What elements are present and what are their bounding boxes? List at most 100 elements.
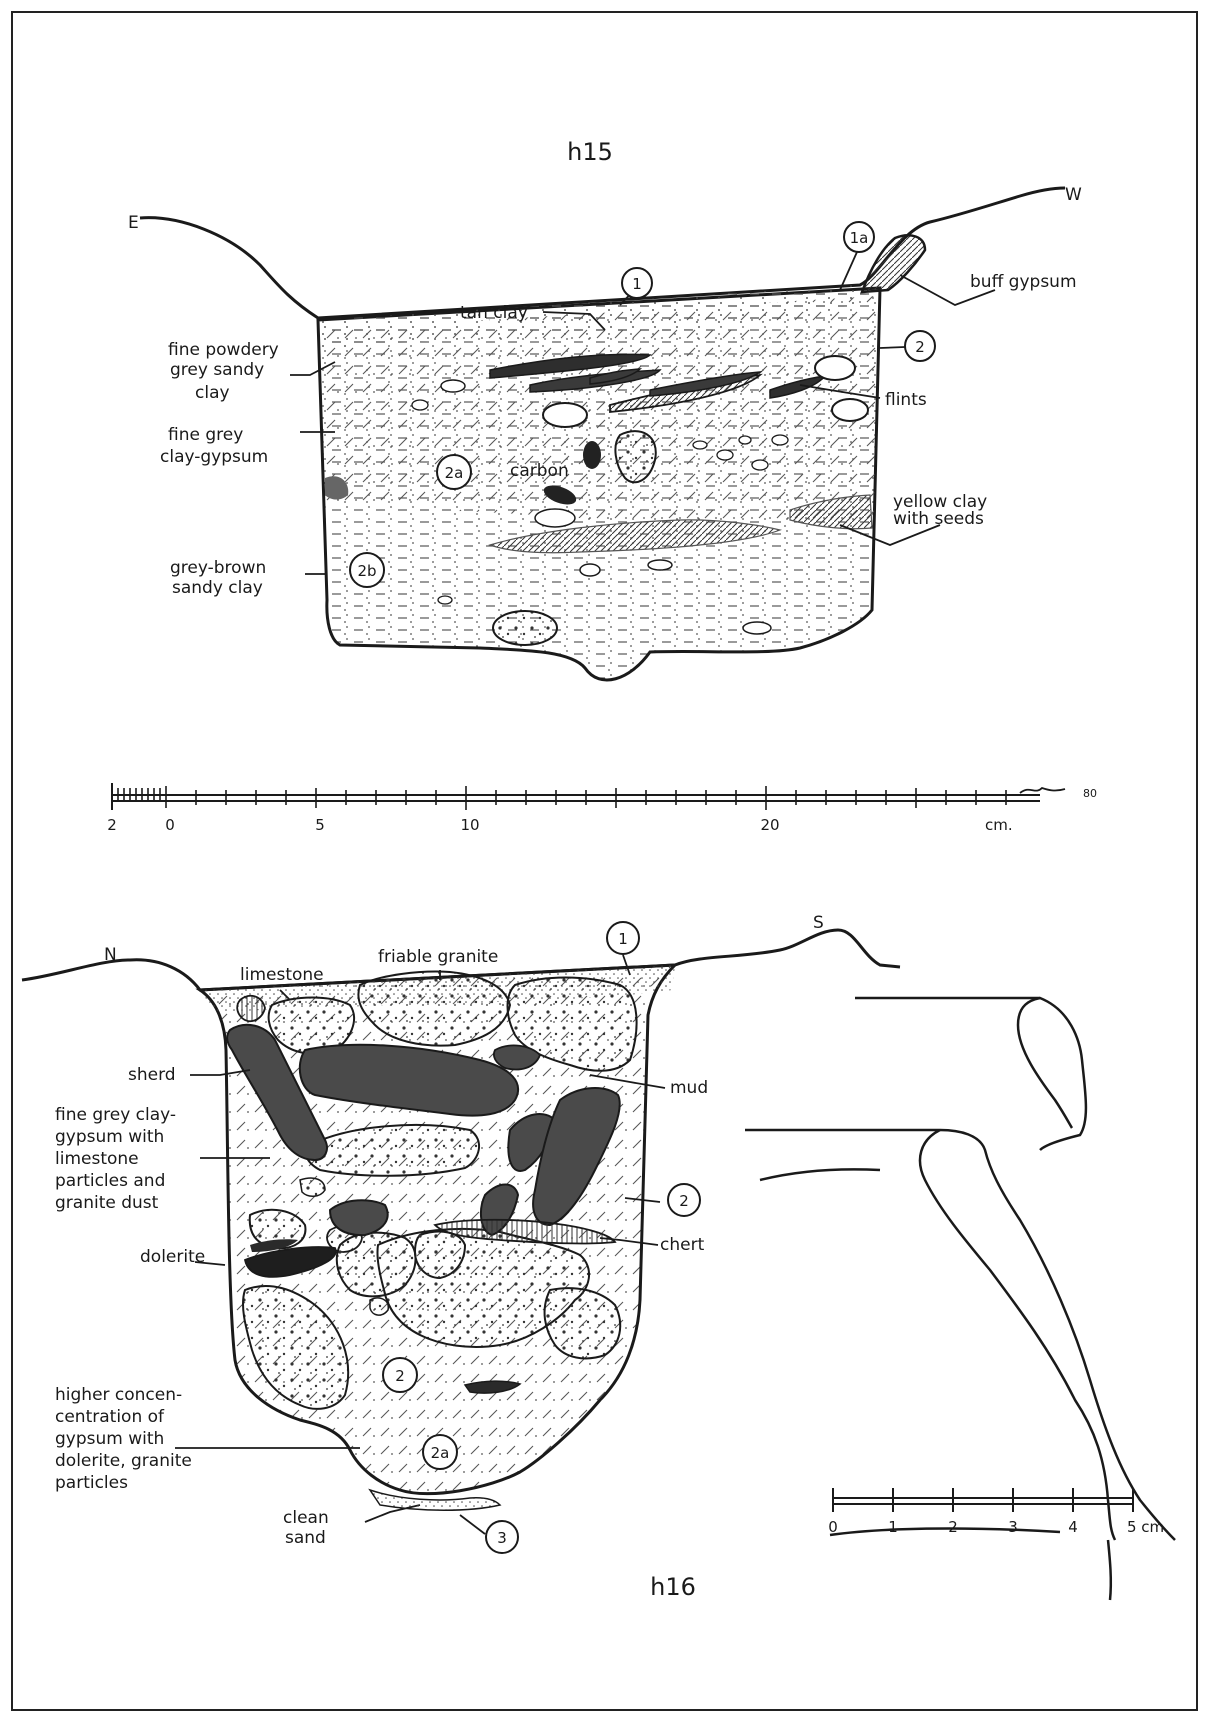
stone <box>751 459 769 471</box>
layer-marker-2b: 2b <box>349 552 385 588</box>
granite-block <box>506 976 638 1072</box>
granite-block <box>543 1287 622 1360</box>
orientation-west: W <box>1065 185 1082 205</box>
label-grey-brown: sandy clay <box>172 578 263 598</box>
layer-tan-clay <box>320 285 870 350</box>
stone <box>742 621 772 635</box>
dark-lens <box>489 353 652 379</box>
leader-tan-clay <box>542 311 606 331</box>
scale-bar-upper: 2 0 5 10 20 cm. 80 <box>107 783 1097 834</box>
layer-marker-2a: 2a <box>422 1434 458 1470</box>
sherd <box>328 1199 389 1237</box>
layer-marker-1: 1 <box>606 921 640 955</box>
wall-lens <box>325 476 349 500</box>
artist-signature <box>1019 786 1066 794</box>
label-fine-grey-clay: granite dust <box>55 1193 159 1213</box>
leader-sherd <box>190 1069 251 1076</box>
section-h16: 1 2 2 2a 3 N S friable granite limestone… <box>21 913 901 1601</box>
leader-mud <box>589 1074 666 1089</box>
label-chert: chert <box>660 1235 705 1255</box>
label-fine-grey-clay: particles and <box>55 1171 165 1191</box>
ground-surface-h15 <box>139 186 1066 320</box>
limestone-fragment <box>236 994 266 1022</box>
stone <box>814 355 856 381</box>
sherd <box>226 1023 328 1162</box>
scale-tick-label: 0 <box>828 1518 838 1536</box>
yellow-clay-lens <box>789 494 873 530</box>
layer-number: 1 <box>632 275 642 293</box>
stone <box>440 379 466 393</box>
layer-marker-3: 3 <box>485 1520 519 1554</box>
label-carbon: carbon <box>510 461 569 481</box>
label-fine-powdery: fine powdery <box>168 340 279 360</box>
chert-lens <box>433 1218 617 1245</box>
layer-number: 2b <box>357 562 376 580</box>
layer-number: 2 <box>679 1192 689 1210</box>
layer-number: 2 <box>395 1367 405 1385</box>
layer-number: 2 <box>915 338 925 356</box>
layer-marker-2: 2 <box>382 1357 418 1393</box>
granite-block <box>304 1124 480 1177</box>
leader-layer-1 <box>622 954 631 976</box>
scale-tick-label: 5 cm. <box>1127 1518 1169 1536</box>
label-sherd: sherd <box>128 1065 176 1085</box>
dolerite-fragment <box>463 1380 522 1394</box>
layer-marker-2: 2 <box>879 330 936 362</box>
orientation-east: E <box>128 213 139 233</box>
signature-year: 80 <box>1083 787 1097 800</box>
section-title-h16: h16 <box>650 1573 696 1601</box>
label-limestone: limestone <box>240 965 324 985</box>
stone <box>692 440 708 450</box>
layer-number: 3 <box>497 1529 507 1547</box>
leader-layer-1a <box>839 251 858 291</box>
stone <box>831 398 869 422</box>
carbon-fragment <box>583 441 601 469</box>
scale-tick-label: 2 <box>948 1518 958 1536</box>
layer-number: 2a <box>445 464 464 482</box>
stone <box>542 402 588 428</box>
layer-number: 1a <box>850 229 869 247</box>
sherd <box>492 1044 542 1071</box>
label-buff-gypsum: buff gypsum <box>970 272 1077 292</box>
sherd <box>298 1043 520 1117</box>
stone <box>492 610 558 646</box>
scale-tick-label: 0 <box>165 816 175 834</box>
layer-marker-1a: 1a <box>843 221 875 253</box>
label-higher-concentration: gypsum with <box>55 1429 164 1449</box>
granite-block <box>357 970 512 1047</box>
sherd <box>532 1087 621 1227</box>
label-clean-sand: sand <box>285 1528 326 1548</box>
scale-tick-label: 5 <box>315 816 325 834</box>
orientation-south: S <box>813 913 824 933</box>
layer-marker-2a: 2a <box>436 454 472 490</box>
layer-number: 1 <box>618 930 628 948</box>
stone <box>534 508 576 528</box>
label-higher-concentration: particles <box>55 1473 128 1493</box>
label-dolerite: dolerite <box>140 1247 205 1267</box>
flint-lens <box>589 368 643 385</box>
label-friable-granite: friable granite <box>378 947 498 967</box>
carbon-fragment <box>543 485 577 505</box>
clean-sand-base <box>368 1488 502 1511</box>
stone <box>437 595 453 605</box>
layer-marker-2: 2 <box>667 1183 701 1217</box>
label-grey-brown: grey-brown <box>170 558 266 578</box>
vessel-profile <box>745 996 1176 1601</box>
buff-gypsum-lens <box>860 234 927 294</box>
leader-layer-3 <box>459 1514 486 1535</box>
leader-layer-2 <box>624 1197 661 1203</box>
label-tan-clay: tan clay <box>460 303 528 323</box>
scale-tick-label: 3 <box>1008 1518 1018 1536</box>
orientation-north: N <box>104 945 117 965</box>
label-yellow-clay: with seeds <box>893 509 984 529</box>
yellow-clay-lens <box>488 519 783 554</box>
granite-block <box>299 1177 326 1197</box>
section-h15: h15 <box>128 138 1082 682</box>
stone <box>738 435 752 445</box>
scale-tick-label: 4 <box>1068 1518 1078 1536</box>
label-fine-grey-clay: limestone <box>55 1149 139 1169</box>
figure-frame <box>11 11 1198 1711</box>
layer-number: 2a <box>431 1444 450 1462</box>
dolerite-fragment <box>243 1246 337 1278</box>
